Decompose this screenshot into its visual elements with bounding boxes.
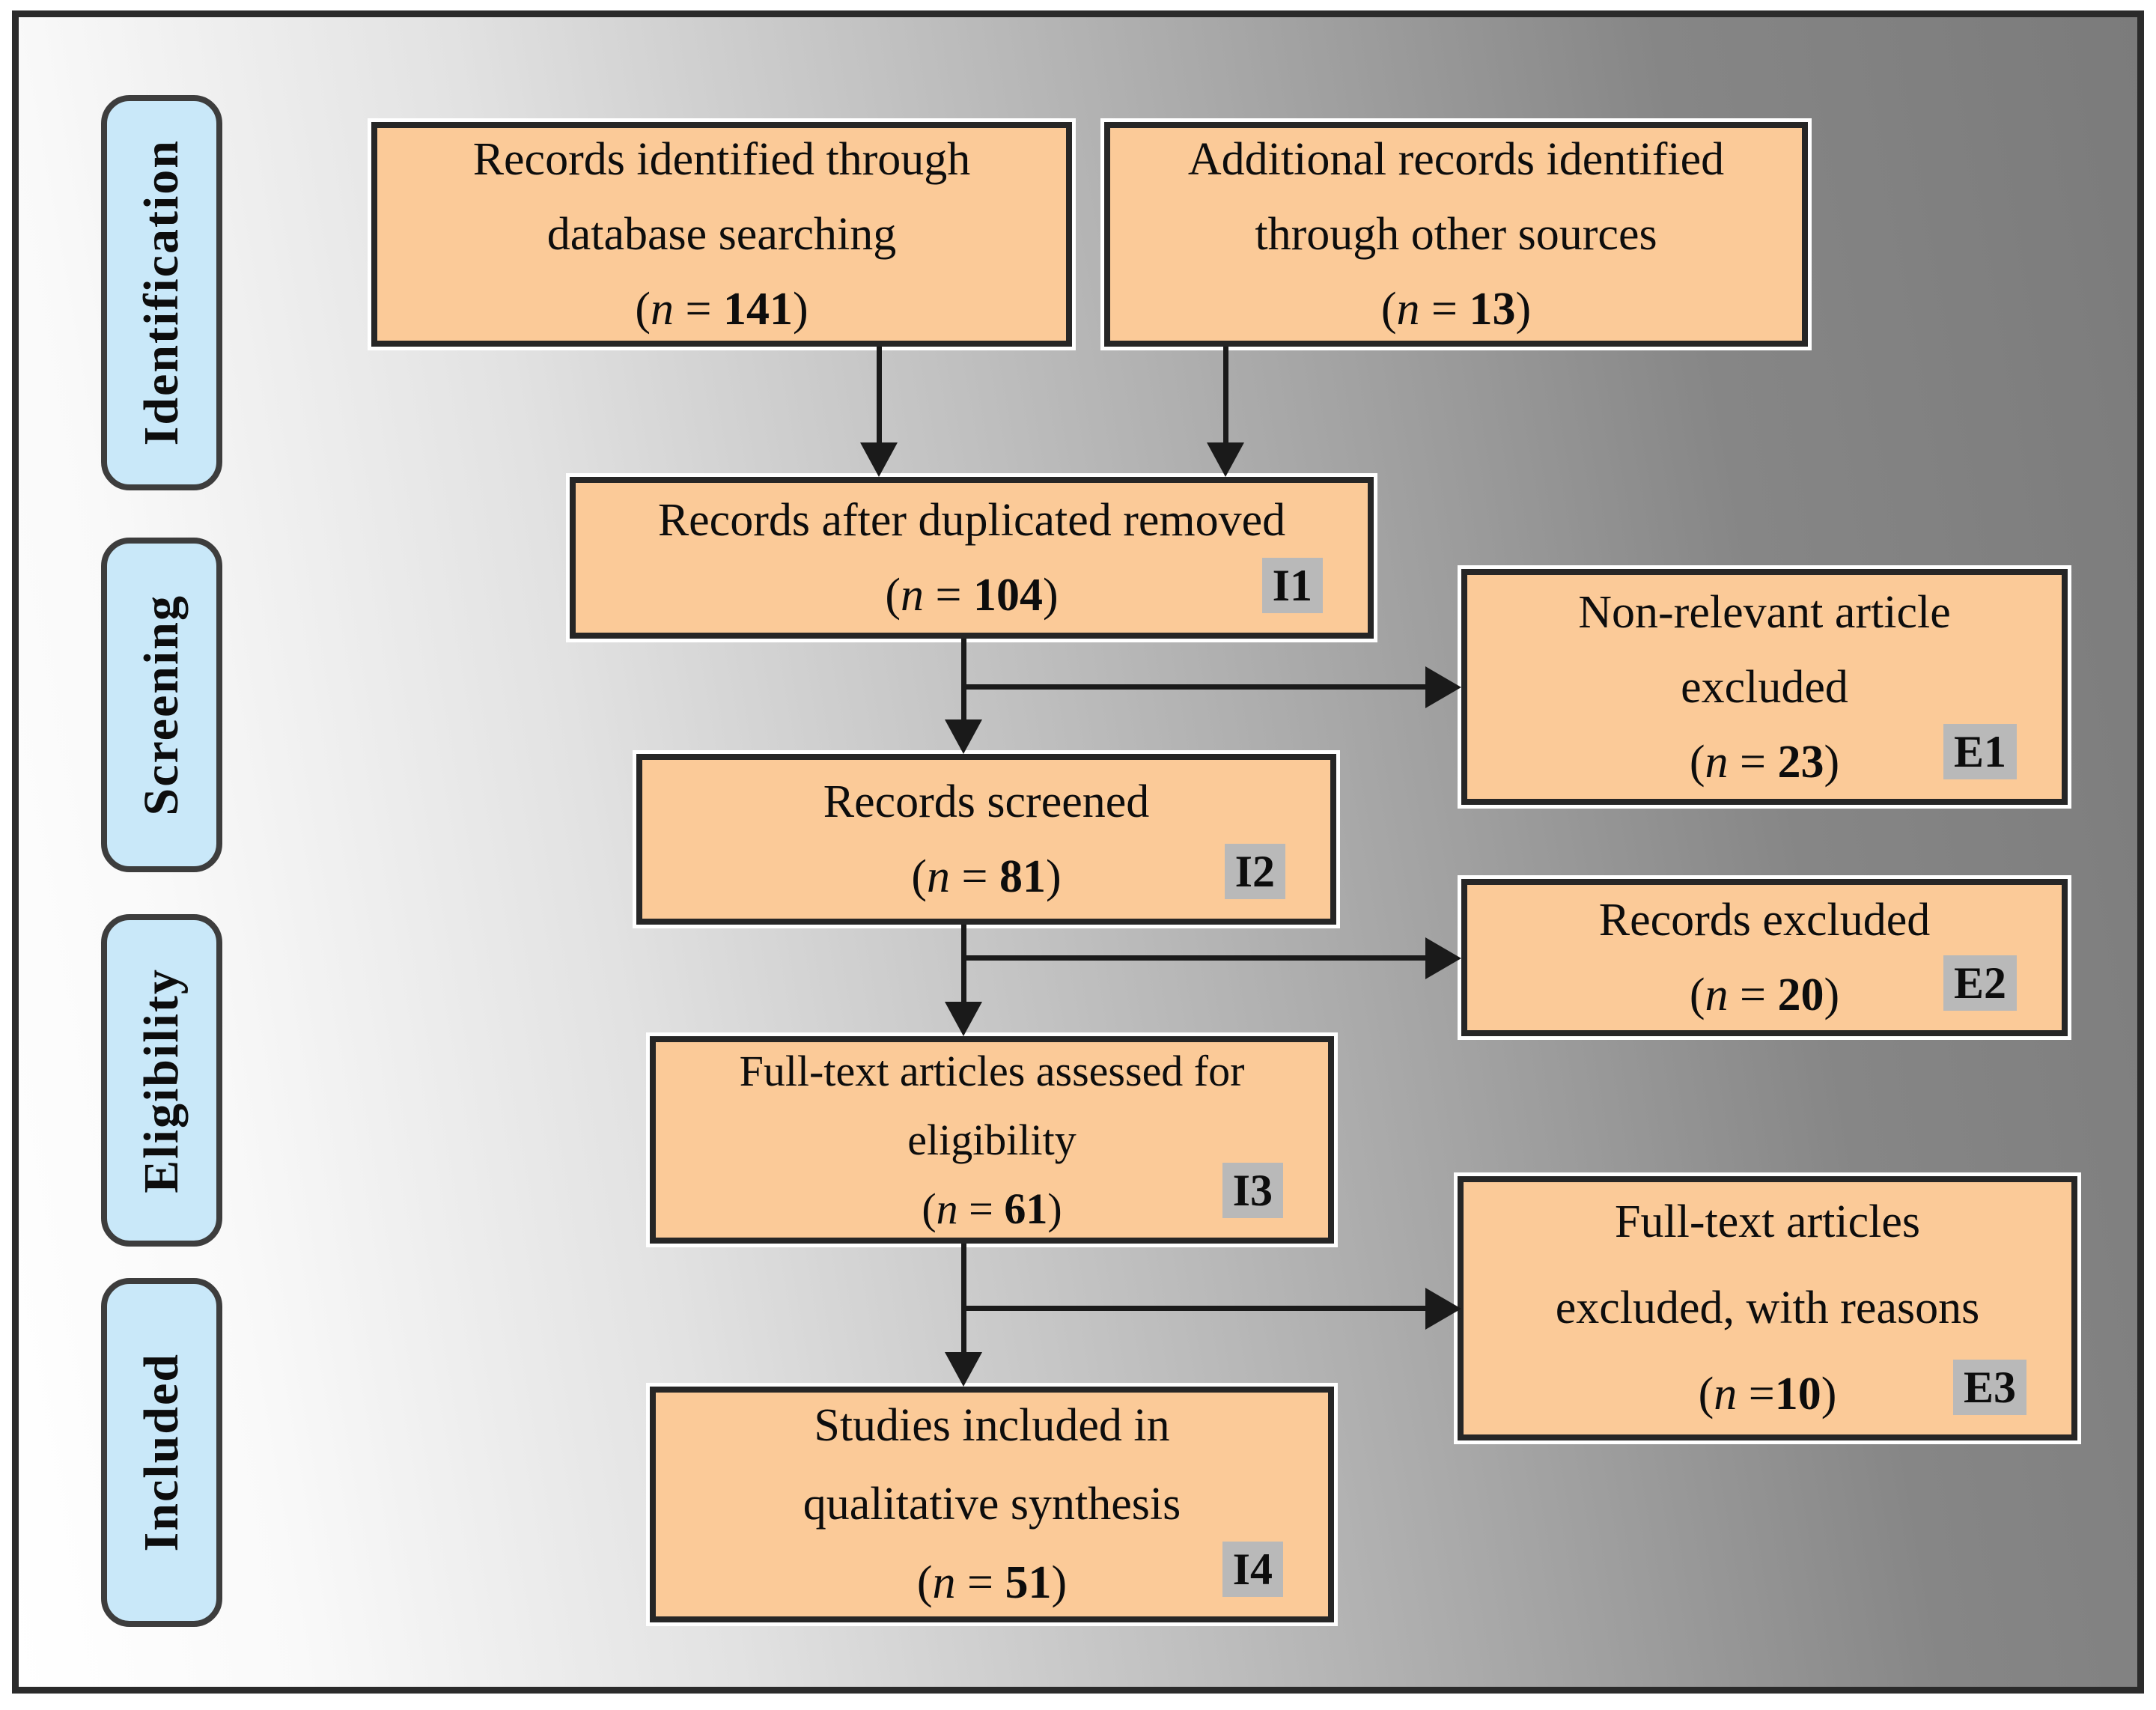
arrowhead-right-icon	[1425, 937, 1461, 979]
box-text-line: eligibility	[907, 1115, 1077, 1164]
box-text-line: Records screened	[823, 776, 1150, 827]
connector-branch-to-E3	[961, 1306, 1425, 1311]
box-fulltext-assessed-eligibility: Full-text articles assessed for eligibil…	[650, 1036, 1334, 1244]
tag-badge-E2: E2	[1943, 955, 2017, 1011]
tag-badge-E3: E3	[1952, 1360, 2026, 1415]
tag-badge-I3: I3	[1222, 1163, 1283, 1218]
arrowhead-down-icon	[945, 719, 982, 754]
tag-badge-I2: I2	[1224, 844, 1285, 899]
connector-dedup-to-screened	[961, 639, 966, 722]
tag-badge-I1: I1	[1261, 558, 1323, 613]
box-studies-included-qualitative-synthesis: Studies included in qualitative synthesi…	[650, 1387, 1334, 1622]
connector-screened-to-fulltext	[961, 925, 966, 1005]
box-n-line: (n = 81)	[911, 851, 1062, 902]
stage-eligibility: Eligibility	[101, 914, 222, 1247]
stage-screening: Screening	[101, 538, 222, 872]
box-n-line: (n =10)	[1698, 1369, 1837, 1420]
connector-othersources-to-dedup	[1223, 347, 1228, 445]
box-text-line: Full-text articles assessed for	[739, 1046, 1245, 1095]
arrowhead-down-icon	[945, 1002, 982, 1036]
box-records-after-duplicates-removed: Records after duplicated removed (n = 10…	[570, 477, 1374, 639]
stage-included: Included	[101, 1278, 222, 1627]
tag-badge-E1: E1	[1943, 724, 2017, 779]
box-text-line: database searching	[546, 209, 897, 260]
box-n-line: (n = 61)	[922, 1184, 1062, 1233]
box-text-line: Non-relevant article	[1578, 586, 1951, 638]
arrowhead-right-icon	[1425, 1288, 1461, 1330]
stage-screening-label: Screening	[134, 594, 189, 816]
box-text-line: through other sources	[1255, 209, 1657, 260]
arrowhead-down-icon	[1207, 442, 1244, 477]
box-fulltext-excluded-with-reasons: Full-text articles excluded, with reason…	[1458, 1176, 2077, 1440]
box-text-line: Records excluded	[1598, 895, 1931, 946]
stage-identification: Identification	[101, 95, 222, 490]
box-text-line: Full-text articles	[1614, 1196, 1921, 1247]
connector-dbsearch-to-dedup	[877, 347, 882, 445]
box-text-line: Records identified through	[472, 134, 971, 185]
box-records-excluded: Records excluded (n = 20) E2	[1461, 879, 2068, 1036]
stage-eligibility-label: Eligibility	[134, 967, 189, 1193]
stage-included-label: Included	[134, 1353, 189, 1552]
box-n-line: (n = 104)	[885, 570, 1059, 621]
diagram-frame: Identification Screening Eligibility Inc…	[12, 10, 2144, 1694]
box-n-line: (n = 23)	[1689, 736, 1840, 788]
box-nonrelevant-articles-excluded: Non-relevant article excluded (n = 23) E…	[1461, 569, 2068, 805]
box-text-line: excluded, with reasons	[1555, 1282, 1980, 1333]
box-n-line: (n = 20)	[1689, 970, 1840, 1020]
arrowhead-down-icon	[945, 1352, 982, 1387]
arrowhead-right-icon	[1425, 666, 1461, 708]
box-text-line: Records after duplicated removed	[657, 495, 1286, 546]
box-text-line: Additional records identified	[1187, 134, 1725, 185]
box-text-line: Studies included in	[814, 1400, 1170, 1451]
box-records-database-searching: Records identified through database sear…	[371, 122, 1072, 347]
box-n-line: (n = 141)	[635, 284, 808, 335]
arrowhead-down-icon	[860, 442, 898, 477]
box-n-line: (n = 13)	[1380, 284, 1532, 335]
box-records-screened: Records screened (n = 81) I2	[636, 754, 1336, 925]
box-text-line: qualitative synthesis	[803, 1479, 1181, 1530]
connector-branch-to-E2	[961, 955, 1425, 961]
box-n-line: (n = 51)	[916, 1557, 1068, 1608]
stage-identification-label: Identification	[134, 139, 189, 446]
box-text-line: excluded	[1681, 661, 1848, 713]
connector-branch-to-E1	[961, 684, 1425, 690]
box-additional-records-other-sources: Additional records identified through ot…	[1104, 122, 1808, 347]
tag-badge-I4: I4	[1222, 1542, 1283, 1597]
connector-fulltext-to-included	[961, 1244, 966, 1355]
